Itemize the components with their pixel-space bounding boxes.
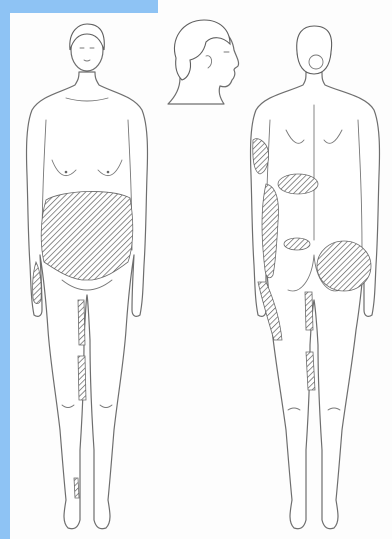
back-right-calf-area [306, 352, 315, 390]
front-left-calf-area [78, 356, 86, 400]
back-hair [297, 26, 332, 74]
front-view [27, 24, 148, 529]
back-mid-back-area [278, 174, 318, 194]
back-lower-back-area [284, 238, 310, 250]
front-abdomen-area [41, 191, 133, 280]
back-right-buttock-area [317, 241, 371, 291]
head-profile-view [168, 20, 239, 104]
front-chest-point-right [107, 171, 110, 174]
front-chest-point-left [65, 171, 68, 174]
back-view [251, 26, 380, 529]
front-left-thigh-area [78, 300, 85, 345]
back-right-thigh-area [305, 292, 313, 330]
front-left-ankle-area [74, 478, 79, 498]
